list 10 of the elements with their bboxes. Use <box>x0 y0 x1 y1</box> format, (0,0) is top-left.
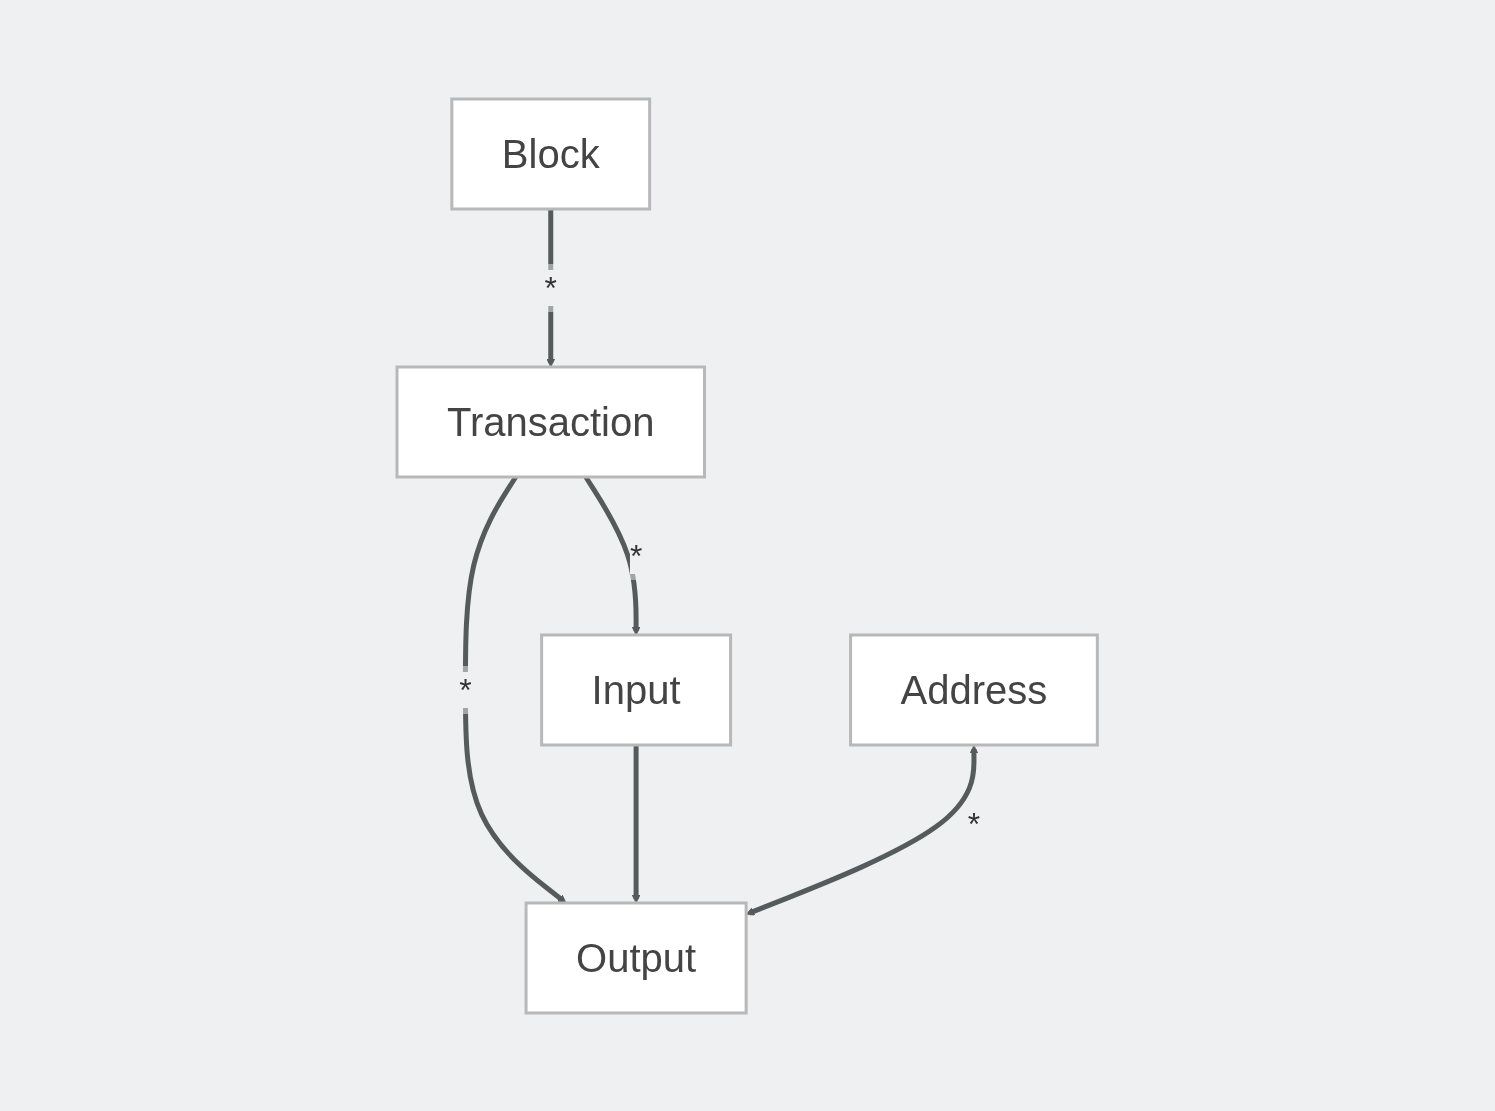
edge-label: * <box>544 269 558 306</box>
node-box: Output <box>524 901 748 1014</box>
edge-label: * <box>459 671 472 708</box>
edge-label: * <box>630 537 643 574</box>
node-box: Block <box>450 97 652 210</box>
edge-label: * <box>968 805 981 842</box>
node-box: Address <box>849 633 1100 746</box>
node-box: Input <box>540 633 733 746</box>
arrow <box>632 744 641 903</box>
node-box: Transaction <box>395 365 707 478</box>
